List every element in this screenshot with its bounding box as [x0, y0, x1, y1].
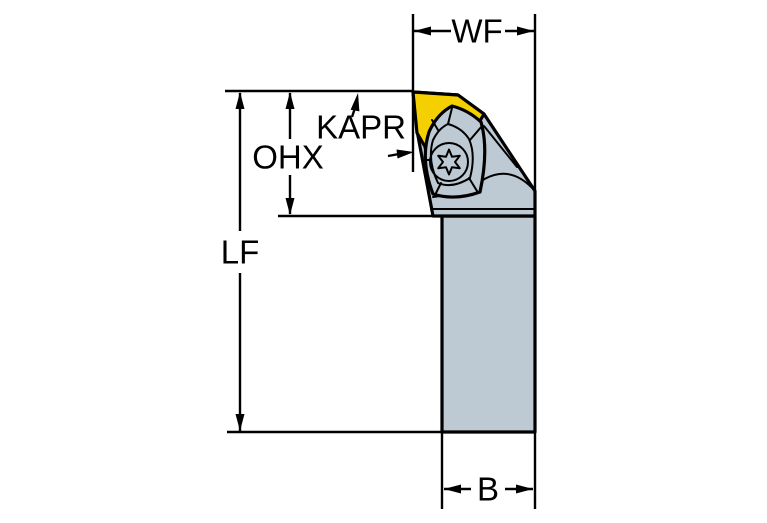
ohx-arrow-down-icon — [285, 198, 295, 215]
clamp-facet-5 — [468, 177, 478, 192]
lf-arrow-up-icon — [235, 92, 245, 109]
dimension-lf: LF — [221, 92, 260, 431]
b-arrow-right-icon — [516, 484, 533, 494]
head-facet-line-right — [483, 125, 518, 168]
wf-arrow-left-icon — [414, 26, 431, 36]
wf-label: WF — [451, 13, 502, 50]
clamp-facet-6 — [469, 125, 483, 141]
wf-arrow-right-icon — [517, 26, 534, 36]
dimension-wf: WF — [414, 13, 534, 50]
clamp-plateau — [429, 123, 474, 187]
clamp-facet-1 — [447, 107, 453, 125]
extension-lines — [225, 14, 537, 509]
clamp-facet-2 — [431, 119, 439, 131]
lf-label: LF — [221, 234, 260, 271]
tool-holder — [411, 90, 537, 434]
tool-shank — [440, 214, 537, 434]
torx-screw-icon — [437, 148, 461, 176]
b-label: B — [477, 471, 499, 508]
kapr-arrow-right-icon — [396, 149, 414, 159]
lf-arrow-down-icon — [235, 414, 245, 431]
clamp-facet-4 — [435, 182, 442, 194]
kapr-arrow-up-icon — [350, 93, 360, 112]
ohx-label: OHX — [252, 139, 324, 176]
dimension-b: B — [444, 471, 533, 508]
kapr-annotation: KAPR — [316, 93, 414, 159]
dimension-ohx: OHX — [252, 92, 324, 215]
b-arrow-left-icon — [444, 484, 461, 494]
clamp-screw — [429, 142, 469, 182]
ohx-arrow-up-icon — [285, 92, 295, 109]
screw-boss-circle — [429, 142, 469, 182]
kapr-label: KAPR — [316, 109, 406, 146]
